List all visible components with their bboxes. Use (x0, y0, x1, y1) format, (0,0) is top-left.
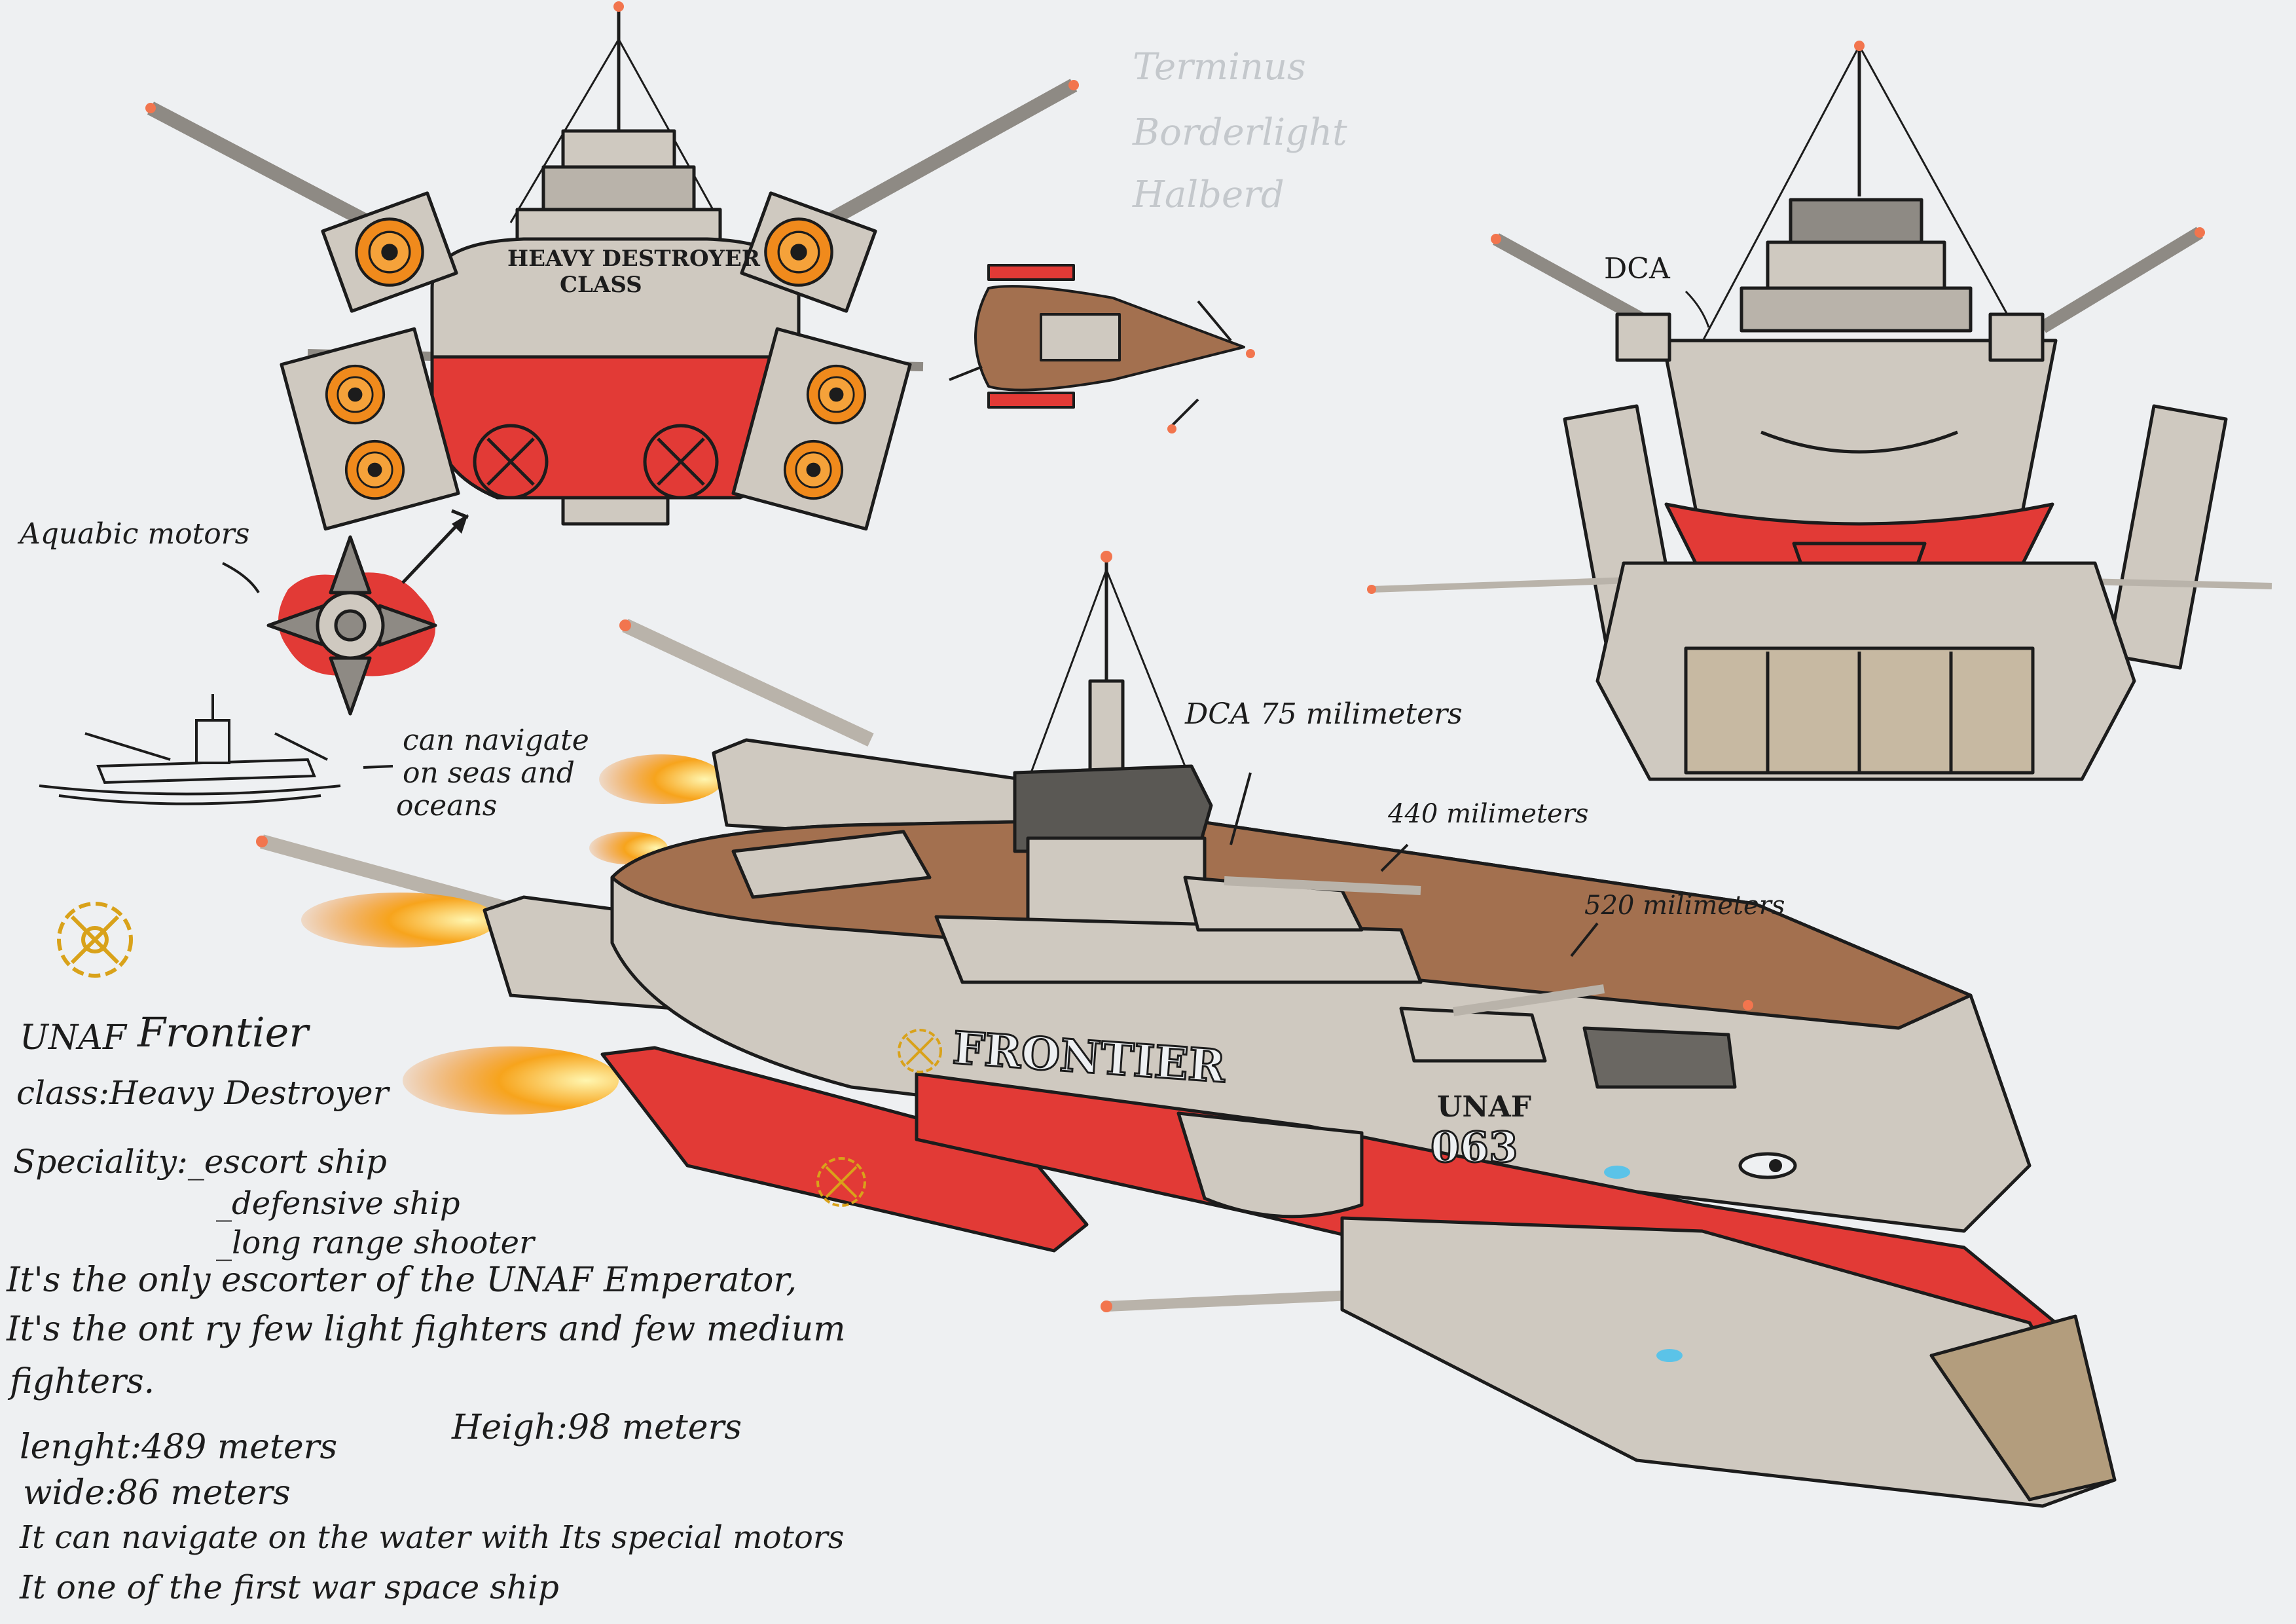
speciality-line-3: _long range shooter (216, 1225, 534, 1261)
hull-emblem (898, 1029, 942, 1073)
ship-name-3: Halberd (1133, 174, 1285, 216)
pod-emblem (816, 1157, 866, 1207)
navigate-label-3: oceans (396, 789, 498, 822)
hull-prefix-label: UNAF (1437, 1090, 1531, 1124)
description-line-2: It's the ont ry few light fighters and f… (7, 1310, 846, 1349)
thruster-flame (599, 754, 723, 804)
length-line: lenght:489 meters (20, 1428, 338, 1467)
title-name: Frontier (137, 1008, 308, 1056)
hull-number-label: 063 (1430, 1122, 1520, 1173)
description-line-1: It's the only escorter of the UNAF Emper… (7, 1261, 797, 1300)
first-line: It one of the first war space ship (20, 1568, 559, 1606)
aquatic-motors-label: Aquabic motors (20, 517, 250, 551)
hull-top-label-1: HEAVY DESTROYER (507, 246, 761, 272)
rear-view (145, 1, 1079, 531)
thruster-flame (403, 1046, 619, 1115)
ship-on-sea-sketch (39, 694, 341, 805)
antenna-tip (613, 1, 624, 12)
dca-side-label: DCA 75 milimeters (1185, 697, 1463, 731)
navigate-label-1: can navigate (403, 724, 589, 757)
front-view (1367, 41, 2272, 781)
ship-name-2: Borderlight (1133, 111, 1347, 154)
unaf-emblem (57, 902, 133, 978)
dca-front-label: DCA (1604, 252, 1670, 286)
hull-top-label-2: CLASS (560, 272, 642, 298)
gun-440-label: 440 milimeters (1388, 799, 1589, 829)
water-line: It can navigate on the water with Its sp… (20, 1519, 845, 1556)
main-side-view (256, 551, 2117, 1508)
thruster-flame (301, 893, 498, 948)
ship-name-1: Terminus (1133, 46, 1306, 88)
description-line-3: fighters. (10, 1362, 155, 1401)
title-prefix: UNAF (20, 1018, 126, 1058)
annotation-arrows (363, 765, 1599, 957)
navigate-label-2: on seas and (403, 756, 575, 790)
speciality-line-2: _defensive ship (216, 1185, 460, 1222)
speciality-line-1: Speciality:_escort ship (13, 1143, 387, 1181)
aquatic-motor-detail (222, 514, 468, 716)
gun-520-label: 520 milimeters (1584, 891, 1785, 921)
width-line: wide:86 meters (23, 1473, 291, 1513)
top-down-view (949, 264, 1255, 434)
class-line: class:Heavy Destroyer (16, 1074, 389, 1112)
height-line: Heigh:98 meters (452, 1408, 742, 1447)
